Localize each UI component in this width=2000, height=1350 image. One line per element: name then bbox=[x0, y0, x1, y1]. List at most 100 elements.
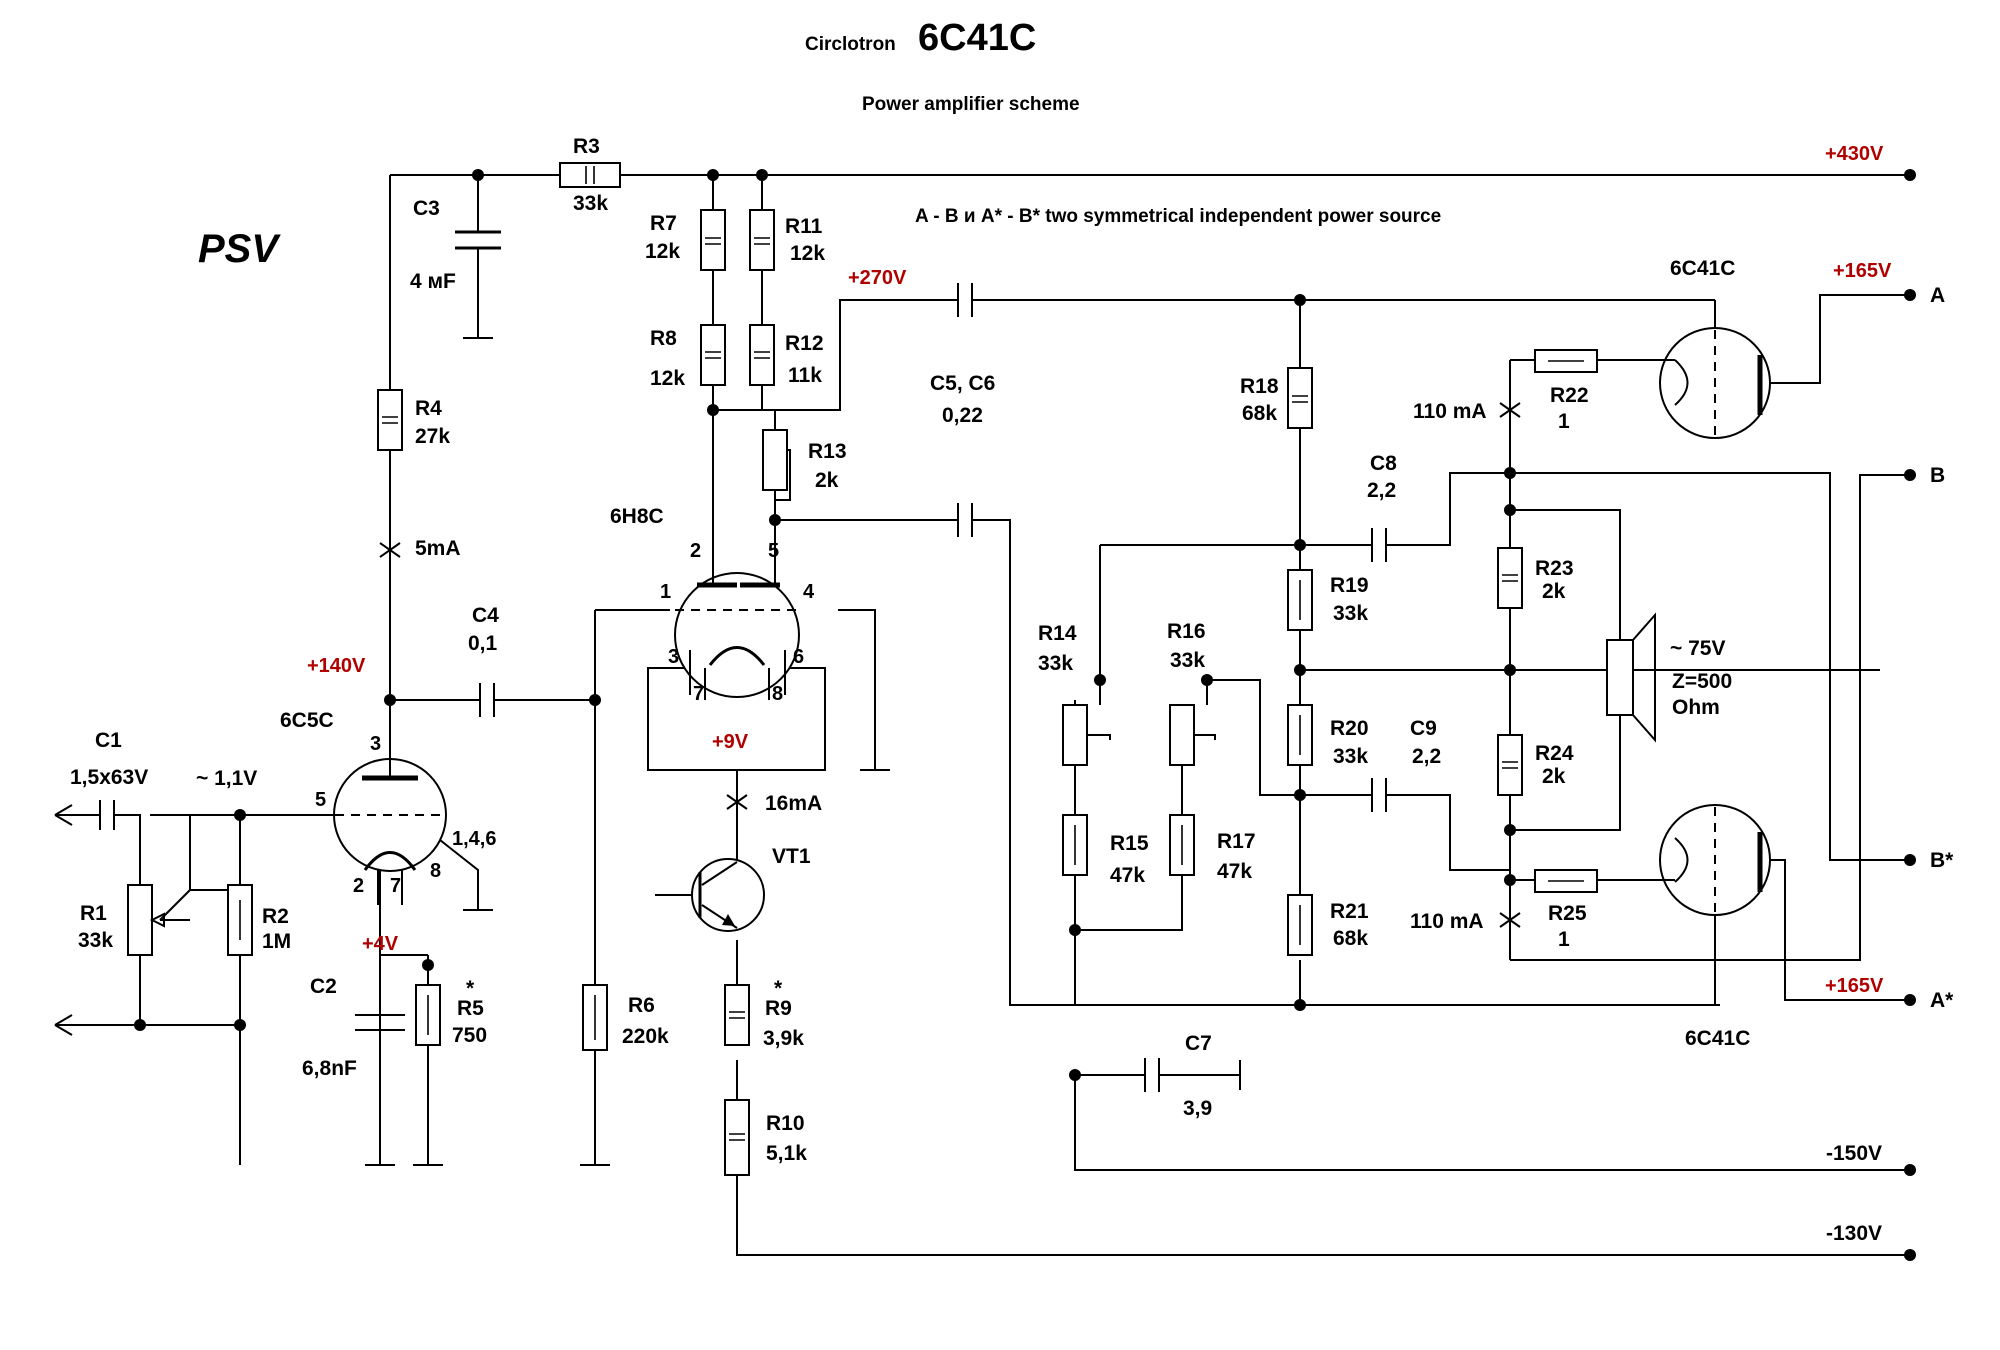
resistor-r24 bbox=[1497, 734, 1523, 796]
pin-6c5c-3: 3 bbox=[370, 733, 381, 755]
voltage-4: +4V bbox=[362, 933, 399, 955]
subtitle: Power amplifier scheme bbox=[862, 94, 1080, 115]
vt1-label: VT1 bbox=[772, 845, 811, 868]
c1-ref: C1 bbox=[95, 729, 122, 752]
tube-6c41c-top bbox=[1659, 327, 1771, 440]
junction-dot bbox=[1294, 294, 1306, 306]
labels: Circlotron 6C41C Power amplifier scheme … bbox=[70, 17, 1954, 1245]
c2-val: 6,8nF bbox=[302, 1057, 357, 1080]
title-tube: 6C41C bbox=[918, 17, 1036, 59]
c56-ref: C5, C6 bbox=[930, 372, 995, 395]
tube-6c41c-bottom-label: 6C41C bbox=[1685, 1027, 1750, 1050]
pin-6h8c-8: 8 bbox=[772, 683, 783, 705]
r2-ref: R2 bbox=[262, 905, 289, 928]
tube-6h8c bbox=[674, 555, 800, 700]
junction-dot bbox=[1504, 824, 1516, 836]
ground-arrow bbox=[54, 1014, 73, 1036]
resistor-r9 bbox=[724, 984, 750, 1046]
r9-ref: R9 bbox=[765, 997, 792, 1020]
terminal-m130 bbox=[1904, 1249, 1916, 1261]
transistor-vt1-body bbox=[691, 858, 765, 932]
junction-dot bbox=[1504, 467, 1516, 479]
wiring bbox=[60, 174, 1910, 1256]
terminal-bstar bbox=[1904, 854, 1916, 866]
c7-val: 3,9 bbox=[1183, 1097, 1212, 1120]
capacitor-c5 bbox=[957, 283, 973, 317]
voltage-140: +140V bbox=[307, 655, 366, 677]
r1-ref: R1 bbox=[80, 902, 107, 925]
speaker-cone bbox=[1632, 612, 1656, 743]
c56-val: 0,22 bbox=[942, 404, 983, 427]
r21-ref: R21 bbox=[1330, 900, 1369, 923]
tube-6h8c-cathode bbox=[708, 646, 766, 666]
r6-val: 220k bbox=[622, 1025, 669, 1048]
junction-dot bbox=[1069, 924, 1081, 936]
resistor-r4 bbox=[377, 389, 403, 451]
resistor-r2 bbox=[227, 884, 253, 956]
resistor-r7 bbox=[700, 209, 726, 271]
current-markers bbox=[379, 402, 1521, 928]
current-mark-110ma-bottom bbox=[1499, 912, 1521, 928]
speaker-body bbox=[1606, 639, 1634, 716]
pin-6h8c-3: 3 bbox=[668, 646, 679, 668]
r9-val: 3,9k bbox=[763, 1027, 804, 1050]
r25-val: 1 bbox=[1558, 928, 1570, 951]
pin-6h8c-1: 1 bbox=[660, 581, 671, 603]
tube-6c41c-top-cathode bbox=[1674, 359, 1689, 406]
junction-dot bbox=[1504, 504, 1516, 516]
junction-dot bbox=[707, 404, 719, 416]
resistor-r10 bbox=[724, 1099, 750, 1176]
r3-ref: R3 bbox=[573, 135, 600, 158]
r9-star: * bbox=[774, 977, 783, 1000]
r8-ref: R8 bbox=[650, 327, 677, 350]
r16-ref: R16 bbox=[1167, 620, 1206, 643]
pin-6h8c-7: 7 bbox=[693, 683, 704, 705]
c8-ref: C8 bbox=[1370, 452, 1397, 475]
junction-dot bbox=[422, 959, 434, 971]
junction-dot bbox=[1294, 539, 1306, 551]
c9-val: 2,2 bbox=[1412, 745, 1441, 768]
r11-val: 12k bbox=[790, 242, 825, 265]
r1-val: 33k bbox=[78, 929, 113, 952]
r23-val: 2k bbox=[1542, 580, 1566, 603]
r13-ref: R13 bbox=[808, 440, 847, 463]
r22-val: 1 bbox=[1558, 410, 1570, 433]
resistor-r23 bbox=[1497, 547, 1523, 609]
r14-val: 33k bbox=[1038, 652, 1073, 675]
r17-val: 47k bbox=[1217, 860, 1252, 883]
voltage-165-top: +165V bbox=[1833, 260, 1892, 282]
voltage-430: +430V bbox=[1825, 143, 1884, 165]
r15-ref: R15 bbox=[1110, 832, 1149, 855]
c7-ref: C7 bbox=[1185, 1032, 1212, 1055]
voltage-m150: -150V bbox=[1826, 1142, 1882, 1165]
r8-val: 12k bbox=[650, 367, 685, 390]
tube-6c41c-bottom-cathode bbox=[1674, 837, 1689, 883]
r7-val: 12k bbox=[645, 240, 680, 263]
current-16ma: 16mA bbox=[765, 792, 822, 815]
junction-dot bbox=[589, 694, 601, 706]
r12-val: 11k bbox=[788, 364, 822, 387]
speaker-impedance: Z=500 bbox=[1672, 670, 1732, 693]
pin-6h8c-6: 6 bbox=[793, 646, 804, 668]
r19-ref: R19 bbox=[1330, 574, 1369, 597]
pin-6h8c-4: 4 bbox=[803, 581, 815, 603]
tube-6h8c-label: 6H8C bbox=[610, 505, 664, 528]
current-mark-110ma-top bbox=[1499, 402, 1521, 418]
r10-val: 5,1k bbox=[766, 1142, 807, 1165]
junction-dot bbox=[1504, 874, 1516, 886]
tube-6c5c bbox=[333, 700, 447, 905]
r21-val: 68k bbox=[1333, 927, 1368, 950]
terminal-label-astar: A* bbox=[1930, 989, 1954, 1012]
current-110ma-top: 110 mA bbox=[1413, 400, 1487, 423]
r19-val: 33k bbox=[1333, 602, 1368, 625]
voltage-9: +9V bbox=[712, 731, 749, 753]
r11-ref: R11 bbox=[785, 215, 823, 238]
junction-dot bbox=[134, 1019, 146, 1031]
pin-6c5c-8: 8 bbox=[430, 860, 441, 882]
resistor-r8 bbox=[700, 324, 726, 386]
terminal-430 bbox=[1904, 169, 1916, 181]
junction-dot bbox=[707, 169, 719, 181]
psv-label: PSV bbox=[198, 227, 281, 271]
current-110ma-bottom: 110 mA bbox=[1410, 910, 1484, 933]
c9-ref: C9 bbox=[1410, 717, 1437, 740]
